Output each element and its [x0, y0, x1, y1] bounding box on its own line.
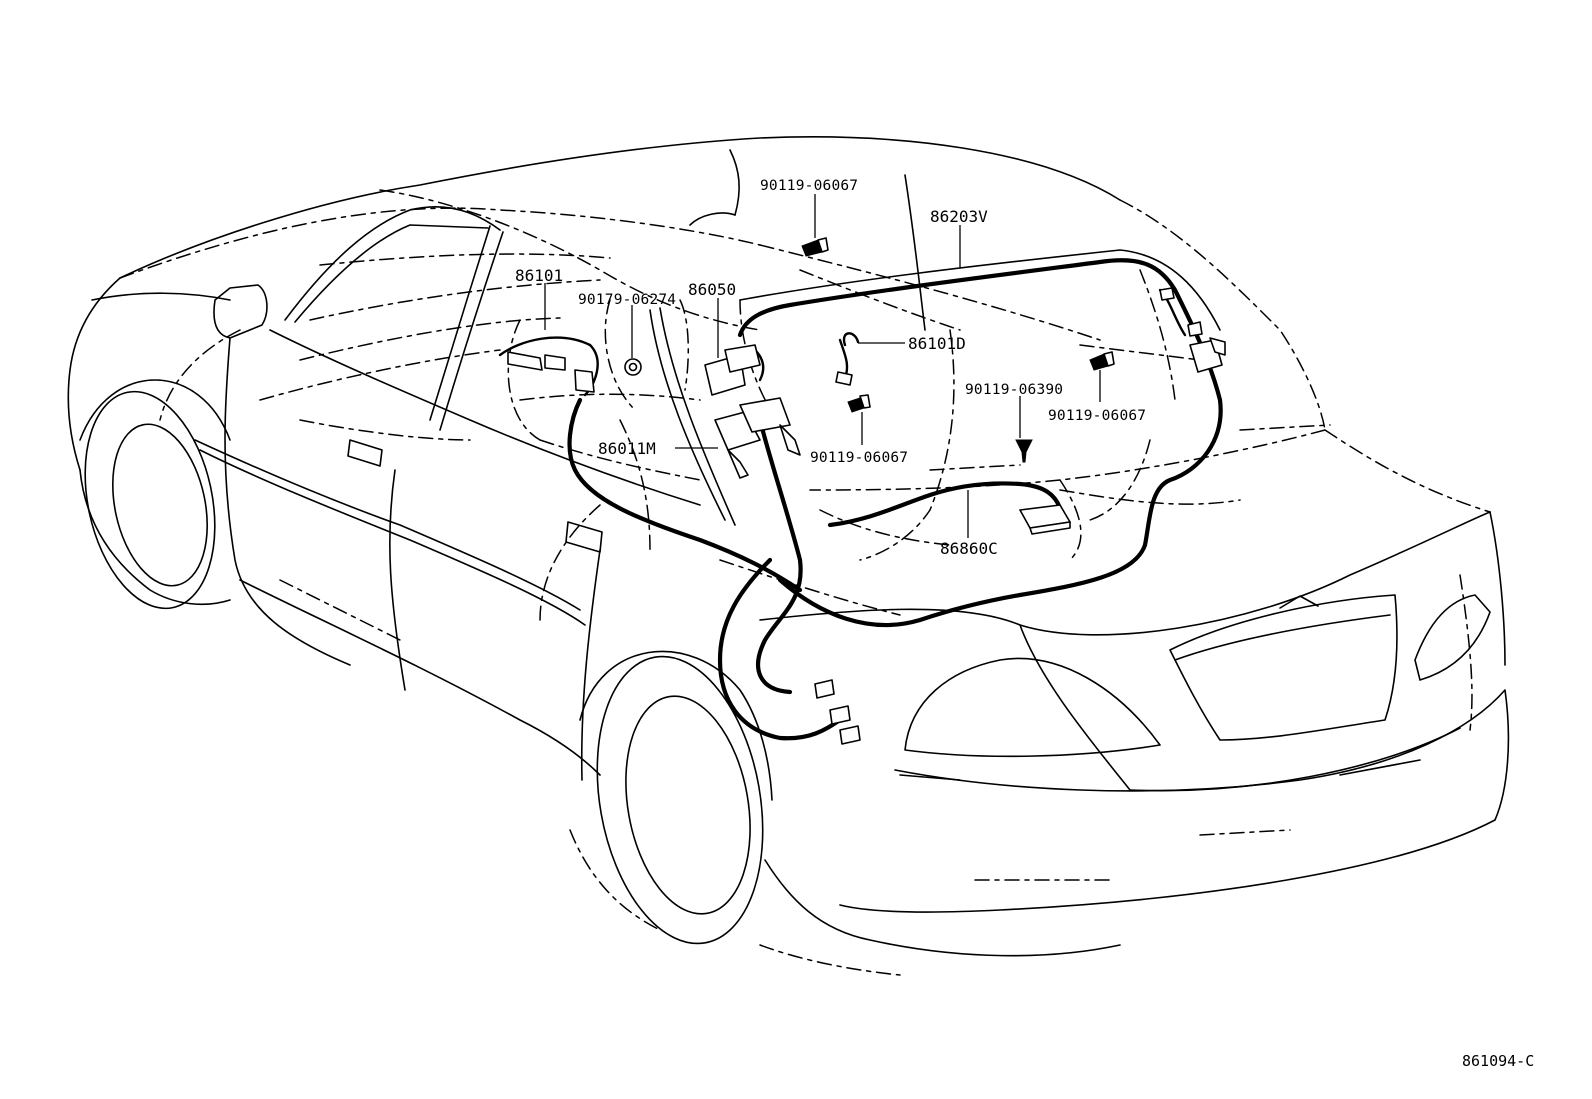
car-body: [67, 136, 1510, 957]
figure-number: 861094-C: [1462, 1052, 1534, 1070]
car-hidden-lines: [119, 189, 1491, 976]
part-90119-06067-screw-mid: [847, 394, 871, 413]
label-90119-06067-right: 90119-06067: [1048, 408, 1146, 424]
part-86101D-plug: [835, 332, 860, 386]
label-86101D: 86101D: [908, 334, 966, 353]
label-86860C: 86860C: [940, 539, 998, 558]
label-90119-06067-mid: 90119-06067: [810, 450, 908, 466]
leader-lines: [544, 194, 1101, 538]
label-86203V: 86203V: [930, 207, 988, 226]
label-90119-06390: 90119-06390: [965, 382, 1063, 398]
parts: [507, 237, 1226, 745]
part-86101-connector: [507, 351, 595, 393]
label-90179-06274: 90179-06274: [578, 292, 676, 308]
part-90119-06067-screw-top: [801, 237, 829, 257]
label-86050: 86050: [688, 280, 736, 299]
part-labels: 86101 90179-06274 86050 90119-06067 8620…: [515, 178, 1146, 558]
part-90119-06067-screw-right: [1089, 351, 1115, 371]
label-86011M: 86011M: [598, 439, 656, 458]
part-rear-antenna-amp: [1159, 287, 1226, 373]
antenna-cord-harness: [498, 258, 1223, 741]
part-harness-connectors: [814, 679, 861, 745]
part-90119-06390-screw: [1015, 439, 1033, 463]
label-90119-06067-top: 90119-06067: [760, 178, 858, 194]
part-90179-06274-nut: [624, 358, 642, 376]
part-86050-amplifier: [704, 344, 761, 396]
label-86101: 86101: [515, 266, 563, 285]
part-86860C-amplifier: [1019, 504, 1071, 535]
part-86011M-antenna-unit: [714, 397, 801, 479]
